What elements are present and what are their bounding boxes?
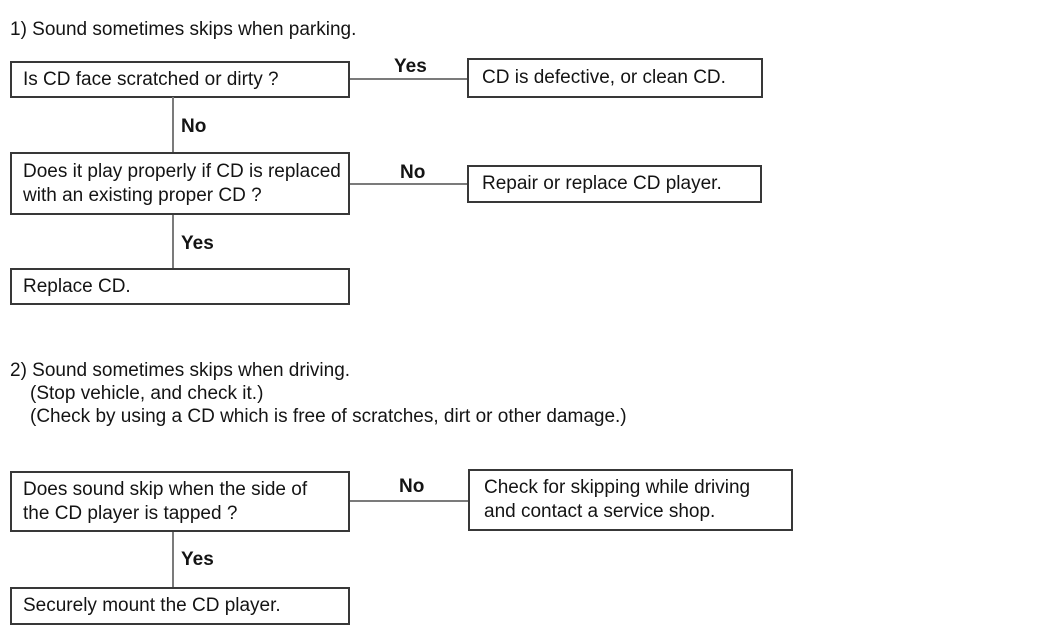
box-check-skipping-driving: Check for skipping while driving and con… xyxy=(468,469,793,531)
section2-note-1: (Stop vehicle, and check it.) xyxy=(30,383,264,404)
label-yes-cd-scratched: Yes xyxy=(394,56,427,77)
connector-v-yes-2 xyxy=(172,215,174,268)
box-replace-cd: Replace CD. xyxy=(10,268,350,305)
box-securely-mount: Securely mount the CD player. xyxy=(10,587,350,625)
connector-v-no-1 xyxy=(172,97,174,152)
label-yes-play-properly: Yes xyxy=(181,233,214,254)
box-play-properly-line2: with an existing proper CD ? xyxy=(23,184,262,206)
box-cd-scratched-text: Is CD face scratched or dirty ? xyxy=(23,68,279,90)
box-sound-skip-tapped-line2: the CD player is tapped ? xyxy=(23,502,238,524)
box-check-skipping-line1: Check for skipping while driving xyxy=(484,477,751,498)
box-replace-cd-text: Replace CD. xyxy=(23,275,131,297)
box-check-skipping-line2: and contact a service shop. xyxy=(484,501,716,522)
box-sound-skip-tapped-line1: Does sound skip when the side of xyxy=(23,478,308,500)
box-cd-defective-text: CD is defective, or clean CD. xyxy=(482,67,726,88)
label-no-cd-scratched: No xyxy=(181,116,207,137)
connector-h-no-2 xyxy=(350,183,467,185)
box-play-properly-line1: Does it play properly if CD is replaced xyxy=(23,160,341,182)
section2-title: 2) Sound sometimes skips when driving. xyxy=(10,360,351,381)
box-repair-replace-player: Repair or replace CD player. xyxy=(467,165,762,203)
box-sound-skip-tapped-question: Does sound skip when the side of the CD … xyxy=(10,471,350,532)
box-securely-mount-text: Securely mount the CD player. xyxy=(23,595,281,616)
section1-title: 1) Sound sometimes skips when parking. xyxy=(10,19,357,40)
connector-v-yes-3 xyxy=(172,532,174,587)
connector-h-no-3 xyxy=(350,500,468,502)
box-repair-replace-player-text: Repair or replace CD player. xyxy=(482,173,722,194)
section2-note-2: (Check by using a CD which is free of sc… xyxy=(30,406,627,427)
connector-h-yes-1 xyxy=(350,78,467,80)
label-no-play-properly: No xyxy=(400,162,426,183)
box-cd-defective: CD is defective, or clean CD. xyxy=(467,58,763,98)
label-yes-sound-skip: Yes xyxy=(181,549,214,570)
label-no-sound-skip: No xyxy=(399,476,425,497)
box-play-properly-question: Does it play properly if CD is replaced … xyxy=(10,152,350,215)
box-cd-scratched-question: Is CD face scratched or dirty ? xyxy=(10,61,350,98)
